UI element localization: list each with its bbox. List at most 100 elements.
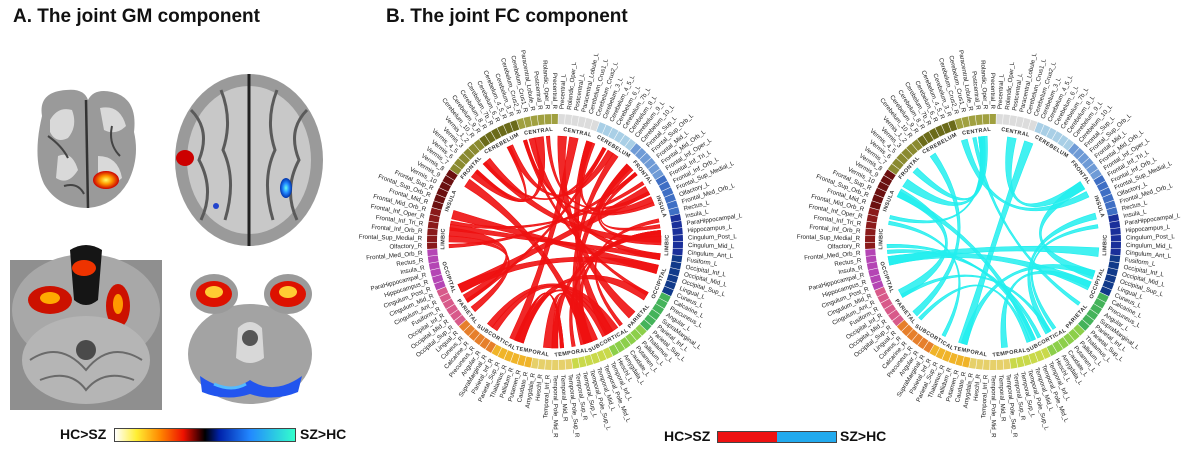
region-segment [479,337,491,350]
region-segment [906,329,918,341]
region-segment [935,125,946,137]
region-segment [434,280,446,291]
region-segment [468,329,480,341]
region-segment [1052,131,1063,143]
region-segment [917,337,929,350]
region-label: Temporal_Mid_R [559,375,569,423]
region-segment [614,340,626,353]
region-segment [450,309,462,321]
region-segment [453,158,466,170]
region-label: Insula_R [400,264,426,276]
region-segment [1106,207,1118,216]
region-segment [446,304,459,315]
region-segment [1110,234,1121,242]
region-label: Frontal_Med_Orb_R [804,250,861,262]
region-segment [578,356,587,368]
region-segment [431,200,444,210]
chord-link [509,136,579,342]
region-segment [433,194,446,204]
region-segment [427,255,439,264]
region-segment [880,175,893,186]
region-segment [596,350,607,362]
region-segment [504,350,514,362]
region-segment [1009,115,1017,127]
region-segment [1109,220,1121,229]
region-segment [449,163,462,175]
region-segment [880,298,893,310]
region-label: Heschl_R [534,373,544,401]
chord-link [896,190,1036,342]
chord-link [1000,270,1092,348]
region-segment [463,324,476,337]
region-segment [1104,200,1117,210]
chord-link [1005,136,1086,208]
region-segment [671,254,683,263]
region-segment [491,128,502,140]
region-segment [996,114,1004,125]
region-segment [1046,127,1057,140]
region-segment [583,117,593,130]
region-segment [872,280,884,291]
region-segment [1003,358,1011,370]
region-segment [1034,350,1045,362]
region-segment [661,187,674,198]
region-segment [517,354,527,367]
region-label: Insula_R [838,264,864,276]
region-segment [1096,181,1109,192]
region-segment [1062,138,1074,151]
region-segment [869,200,882,210]
region-label: Precentral_L [559,73,568,109]
region-segment [962,356,971,368]
region-segment [871,194,884,204]
region-label: Temporal_Inf_R [980,374,989,419]
chord-link [572,152,619,346]
chord-link [958,140,1034,346]
region-segment [906,143,918,156]
region-segment [948,120,958,132]
region-segment [996,359,1004,370]
region-segment [868,207,880,217]
region-label: Hippocampus_L [1125,224,1171,235]
region-segment [497,125,508,137]
region-segment [577,116,586,128]
region-segment [596,122,606,134]
region-segment [935,347,946,360]
chord-link [960,138,1090,212]
region-segment [1099,286,1112,297]
region-segment [877,181,889,192]
region-label: Cingulum_Ant_L [687,249,734,260]
region-segment [1106,267,1118,277]
region-segment [503,122,514,134]
chord-diagram-sz-gt-hc: Precentral_LRolandic_Oper_LPostcentral_L… [797,50,1182,439]
region-segment [896,153,909,165]
region-segment [516,118,526,130]
region-segment [874,187,887,198]
region-label: Insula_L [685,208,710,220]
region-segment [584,354,594,366]
region-segment [468,143,480,156]
region-segment [625,333,637,345]
region-segment [989,113,996,125]
region-segment [672,234,683,242]
region-segment [442,298,455,310]
region-segment [510,120,520,132]
lobe-label: CENTRAL [962,127,992,137]
region-segment [602,124,613,137]
region-segment [608,344,619,356]
region-segment [954,118,964,130]
chord-link [600,171,661,231]
region-segment [990,359,997,370]
region-segment [635,324,647,336]
region-segment [454,314,467,327]
region-segment [479,135,491,147]
chord-link [887,245,1100,266]
region-segment [955,354,965,367]
region-label: Temporal_Mid_R [997,375,1007,423]
region-segment [865,242,876,250]
region-segment [1097,292,1109,303]
chord-link [902,135,988,206]
region-segment [1046,344,1057,356]
region-segment [929,344,940,357]
chord-link [448,227,508,303]
region-segment [666,274,679,284]
